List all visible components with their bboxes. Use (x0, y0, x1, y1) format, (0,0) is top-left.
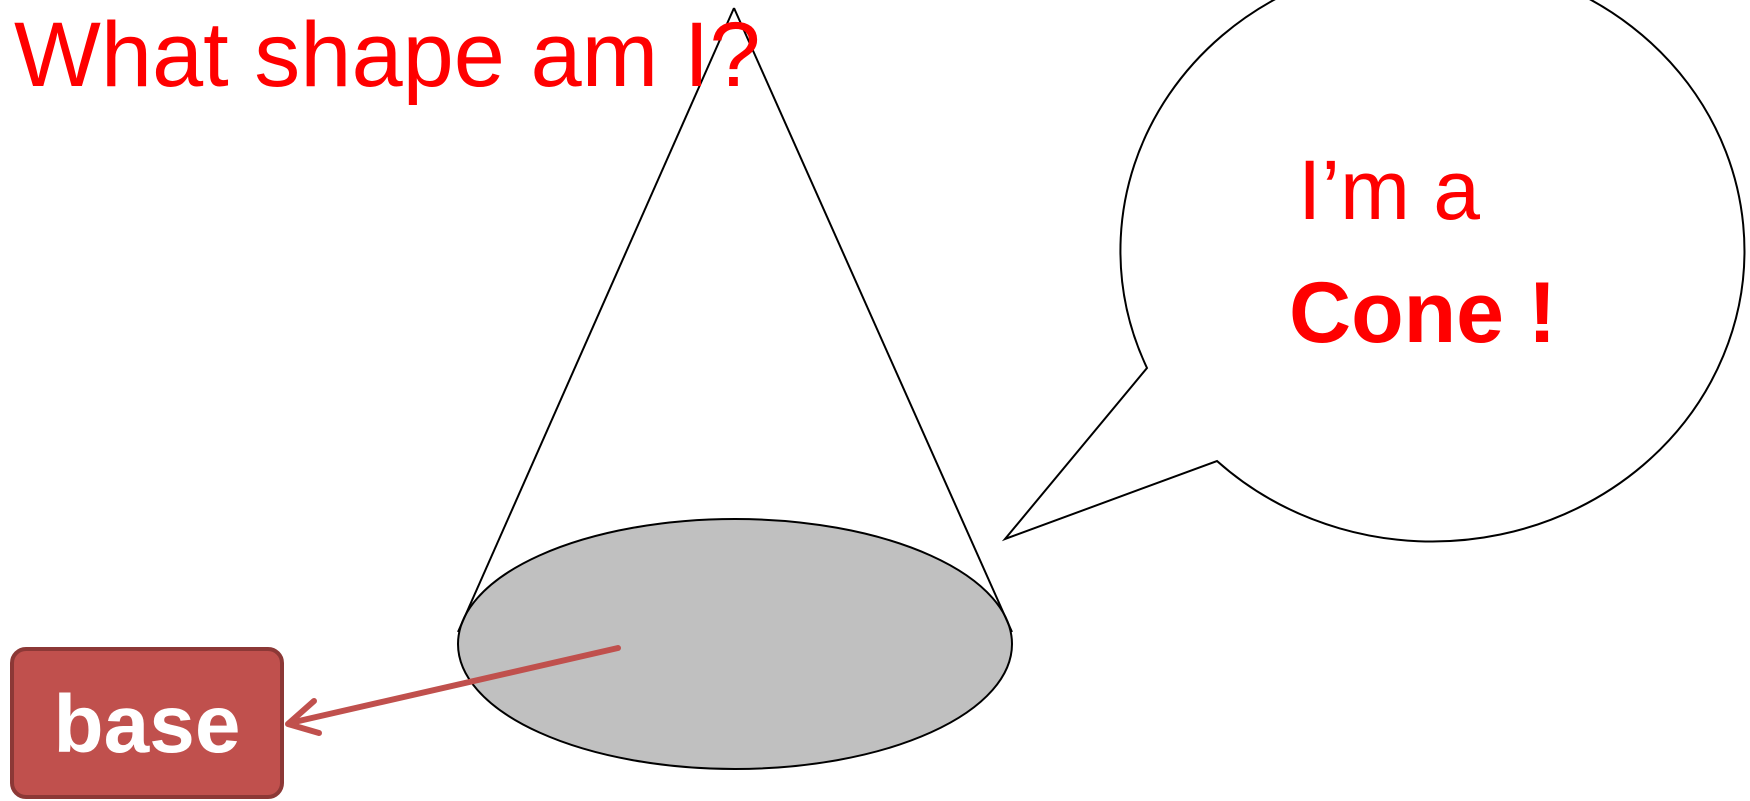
base-label-text: base (54, 684, 241, 766)
speech-text-line1: I’m a (1298, 140, 1480, 240)
cone-base (458, 519, 1012, 769)
page-title: What shape am I? (14, 0, 761, 110)
base-label-box: base (10, 647, 284, 799)
speech-text-line2: Cone ! (1289, 263, 1557, 363)
